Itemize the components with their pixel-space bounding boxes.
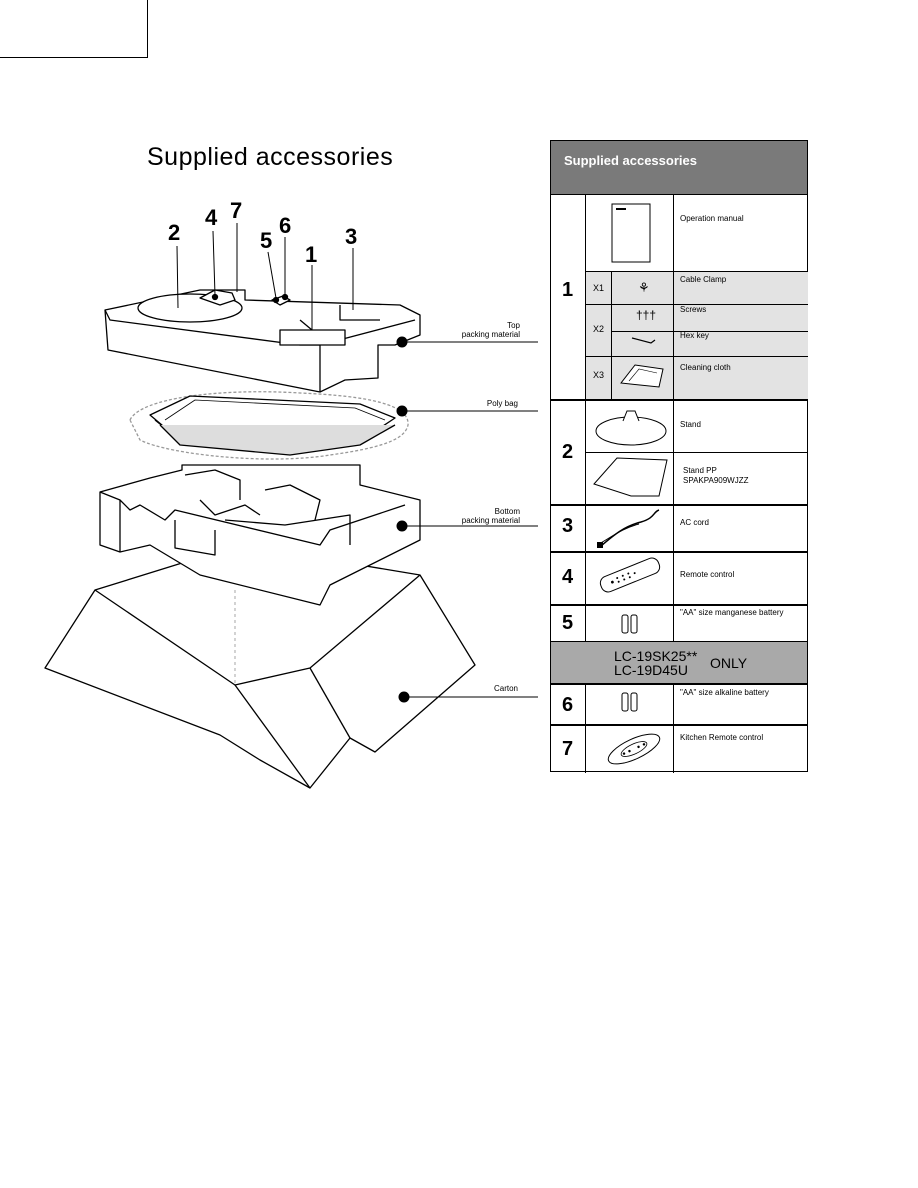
manganese-battery-icon xyxy=(621,614,638,634)
only-label: ONLY xyxy=(710,655,748,671)
ac-cord-label: AC cord xyxy=(680,518,709,527)
callout-carton: Carton xyxy=(493,684,518,693)
row-2-number: 2 xyxy=(562,441,574,463)
kitchen-remote-icon xyxy=(607,733,661,765)
diagram-number-7: 7 xyxy=(230,198,243,223)
model-only-banner: LC-19SK25** LC-19D45U ONLY xyxy=(551,642,807,684)
hex-key-icon xyxy=(631,337,656,344)
cleaning-cloth-icon xyxy=(620,364,664,388)
kitchen-remote-label: Kitchen Remote control xyxy=(680,733,764,742)
diagram-number-3: 3 xyxy=(345,224,358,249)
stand-label: Stand xyxy=(680,420,701,429)
screws-label: Screws xyxy=(680,305,707,314)
diagram-number-2: 2 xyxy=(168,220,181,245)
hex-key-label: Hex key xyxy=(680,331,709,340)
manganese-battery-label: "AA" size manganese battery xyxy=(680,608,784,617)
qty-x3: X3 xyxy=(593,370,605,380)
stand-pp-label: Stand PP SPAKPA909WJZZ xyxy=(683,466,749,485)
row-3-number: 3 xyxy=(562,515,574,537)
remote-control-label: Remote control xyxy=(680,570,735,579)
cleaning-cloth-label: Cleaning cloth xyxy=(680,363,731,372)
row-4-number: 4 xyxy=(562,566,574,588)
table-header: Supplied accessories xyxy=(551,141,807,195)
bottom-packing-shape xyxy=(99,464,421,606)
table-header-title: Supplied accessories xyxy=(564,153,697,168)
callout-top-packing: Top packing material xyxy=(461,321,520,339)
row-1-number: 1 xyxy=(562,279,574,301)
alkaline-battery-label: "AA" size alkaline battery xyxy=(680,688,769,697)
page-title: Supplied accessories xyxy=(147,143,394,171)
stand-pp-icon xyxy=(593,457,668,497)
row-5-number: 5 xyxy=(562,612,574,634)
page-corner-frame xyxy=(0,0,148,58)
row-7-number: 7 xyxy=(562,738,574,760)
model-2: LC-19D45U xyxy=(614,662,688,678)
remote-control-icon xyxy=(599,557,661,593)
callout-bottom-packing: Bottom packing material xyxy=(461,507,520,525)
manual-label: Operation manual xyxy=(680,214,744,223)
diagram-number-1: 1 xyxy=(305,242,318,267)
model-1: LC-19SK25** xyxy=(614,648,698,664)
ac-cord-icon xyxy=(597,509,660,548)
manual-icon xyxy=(611,203,651,263)
accessories-table: Supplied accessories 1 Operation manual … xyxy=(550,140,808,773)
stand-icon xyxy=(595,410,667,446)
qty-x2: X2 xyxy=(593,324,605,334)
cable-clamp-icon: ⚘ xyxy=(638,280,650,295)
row-6-number: 6 xyxy=(562,694,574,716)
screws-icon: ††† xyxy=(636,308,657,322)
diagram-number-4: 4 xyxy=(205,205,218,230)
diagram-number-5: 5 xyxy=(260,228,273,253)
qty-x1: X1 xyxy=(593,283,605,293)
callout-poly-bag: Poly bag xyxy=(486,399,518,408)
diagram-number-6: 6 xyxy=(279,213,292,238)
alkaline-battery-icon xyxy=(621,692,638,712)
cable-clamp-label: Cable Clamp xyxy=(680,275,727,284)
